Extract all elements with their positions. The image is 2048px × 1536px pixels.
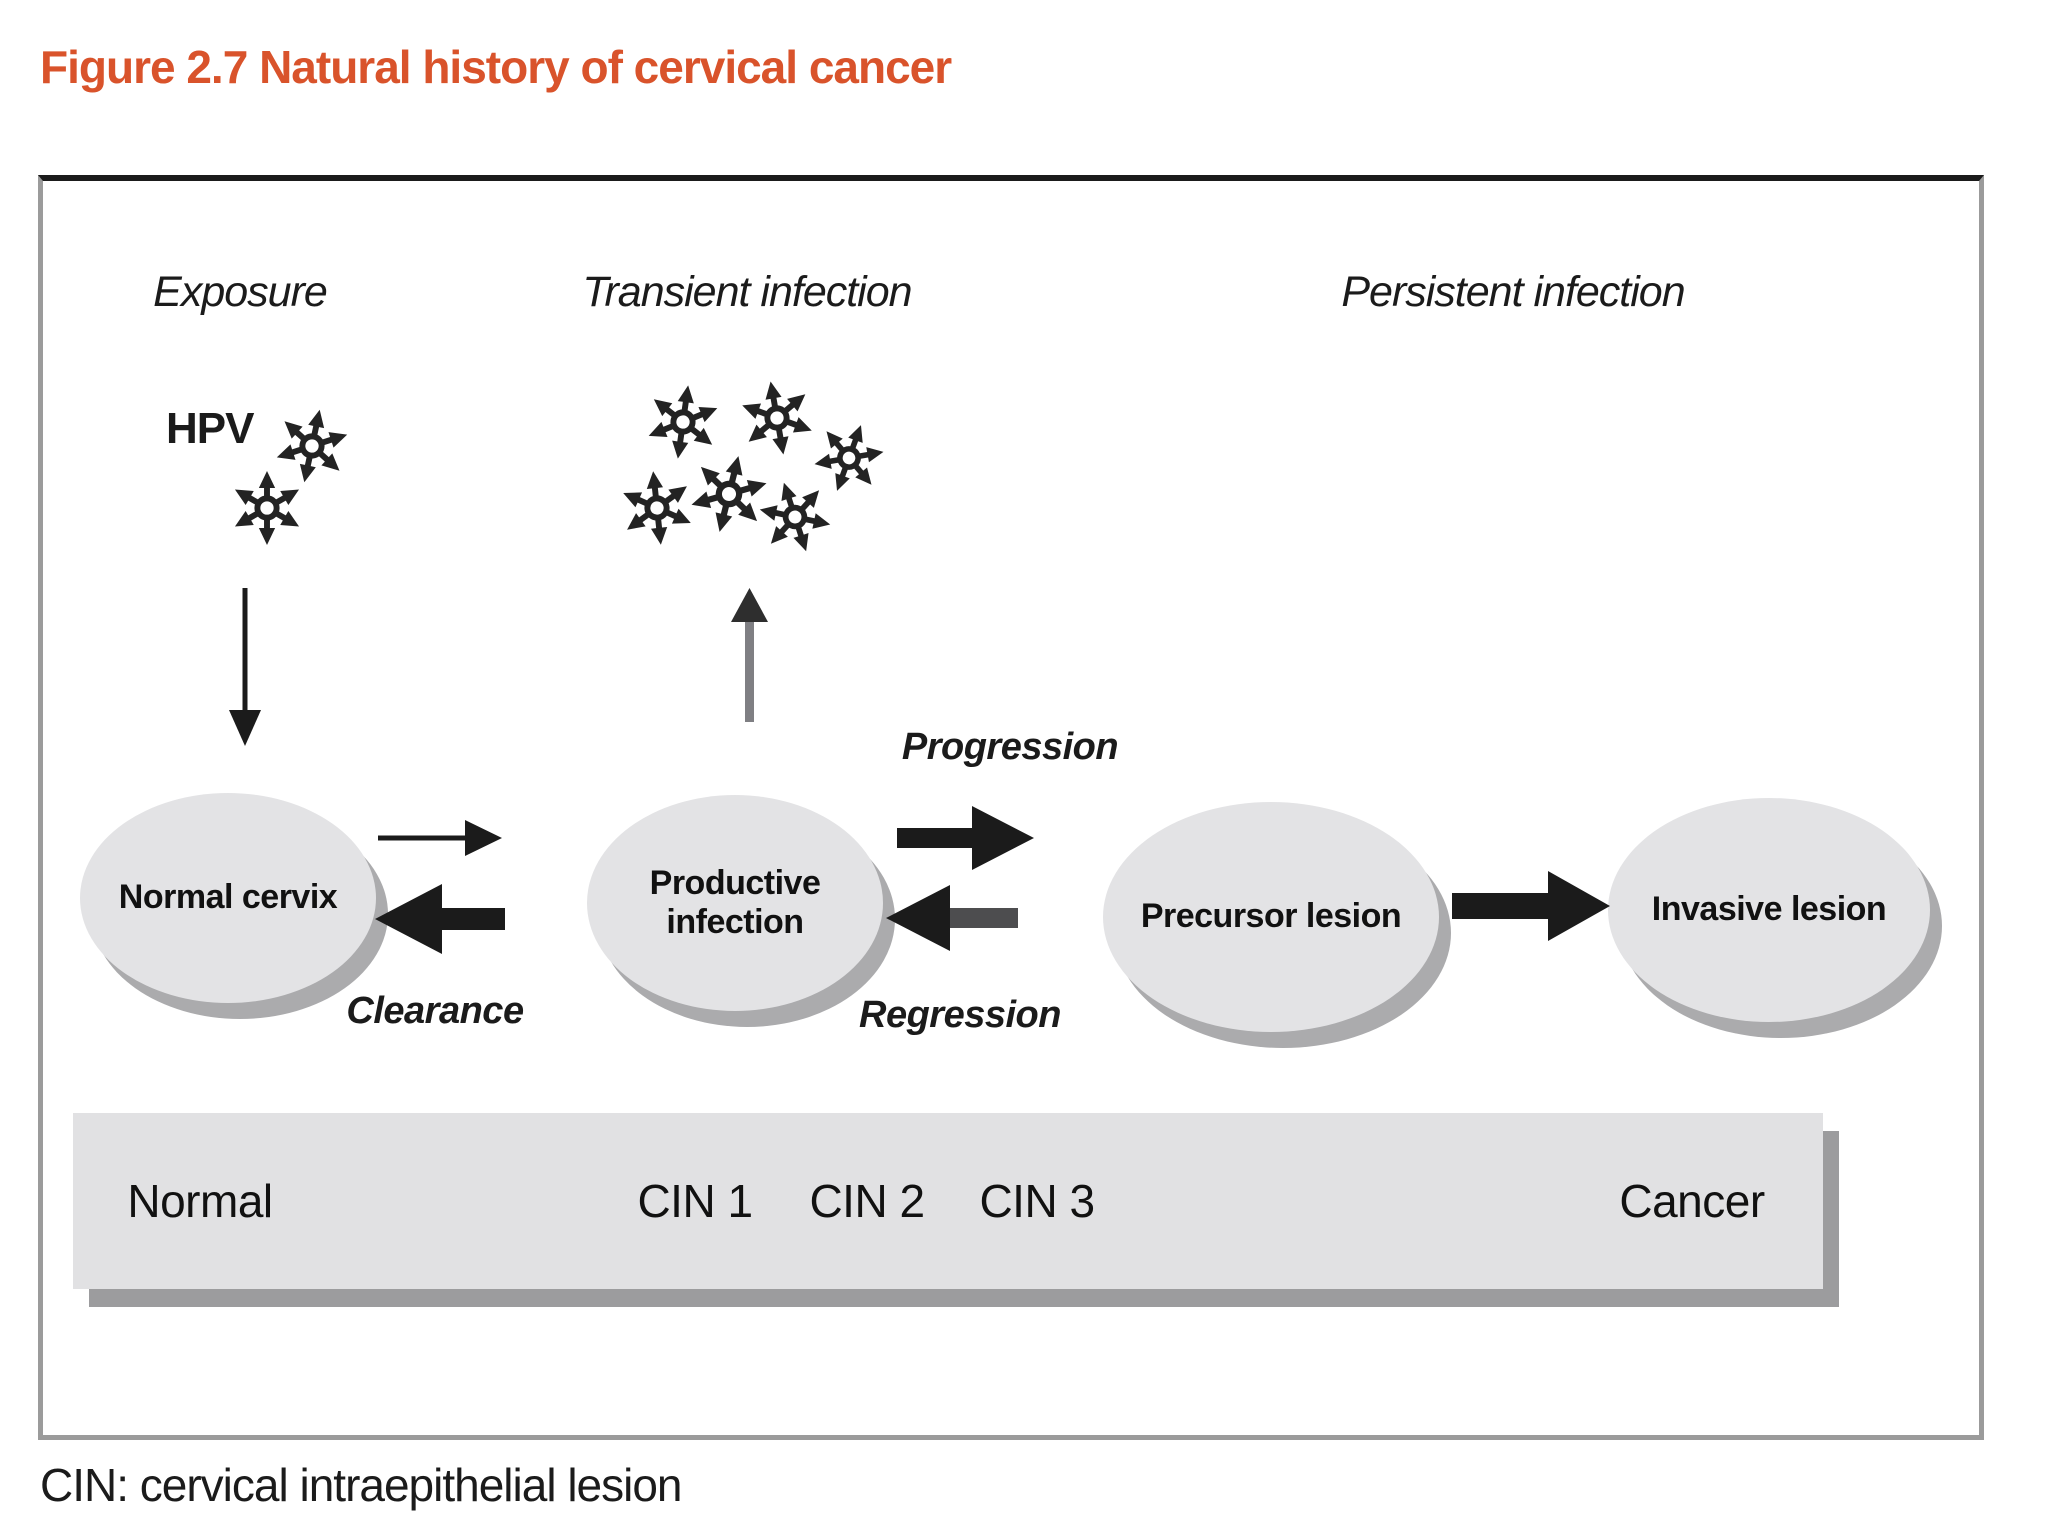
node-normal-cervix: Normal cervix bbox=[80, 793, 376, 1003]
figure-footnote: CIN: cervical intraepithelial lesion bbox=[40, 1459, 683, 1511]
clearance-label: Clearance bbox=[346, 990, 524, 1032]
phase-label-transient-infection: Transient infection bbox=[582, 268, 912, 316]
node-precursor-lesion: Precursor lesion bbox=[1103, 802, 1439, 1032]
hpv-label: HPV bbox=[166, 404, 254, 453]
stage-cancer: Cancer bbox=[1619, 1175, 1765, 1227]
stage-normal: Normal bbox=[127, 1175, 273, 1227]
stage-cin-1: CIN 1 bbox=[637, 1175, 753, 1227]
phase-label-persistent-infection: Persistent infection bbox=[1341, 268, 1685, 316]
regression-label: Regression bbox=[859, 994, 1061, 1036]
node-precursor-lesion-label: Precursor lesion bbox=[1140, 897, 1402, 936]
stage-cin-3: CIN 3 bbox=[979, 1175, 1095, 1227]
node-normal-cervix-label: Normal cervix bbox=[118, 878, 338, 917]
node-invasive-lesion: Invasive lesion bbox=[1608, 798, 1930, 1022]
cin-stage-bar: Normal CIN 1 CIN 2 CIN 3 Cancer bbox=[73, 1113, 1823, 1289]
node-productive-infection: Productive infection bbox=[587, 795, 883, 1011]
progression-label: Progression bbox=[901, 726, 1119, 768]
phase-label-exposure: Exposure bbox=[153, 268, 328, 316]
node-productive-infection-label: Productive infection bbox=[649, 863, 821, 941]
figure-title: Figure 2.7 Natural history of cervical c… bbox=[40, 41, 952, 93]
node-invasive-lesion-label: Invasive lesion bbox=[1651, 890, 1887, 929]
stage-cin-2: CIN 2 bbox=[809, 1175, 925, 1227]
